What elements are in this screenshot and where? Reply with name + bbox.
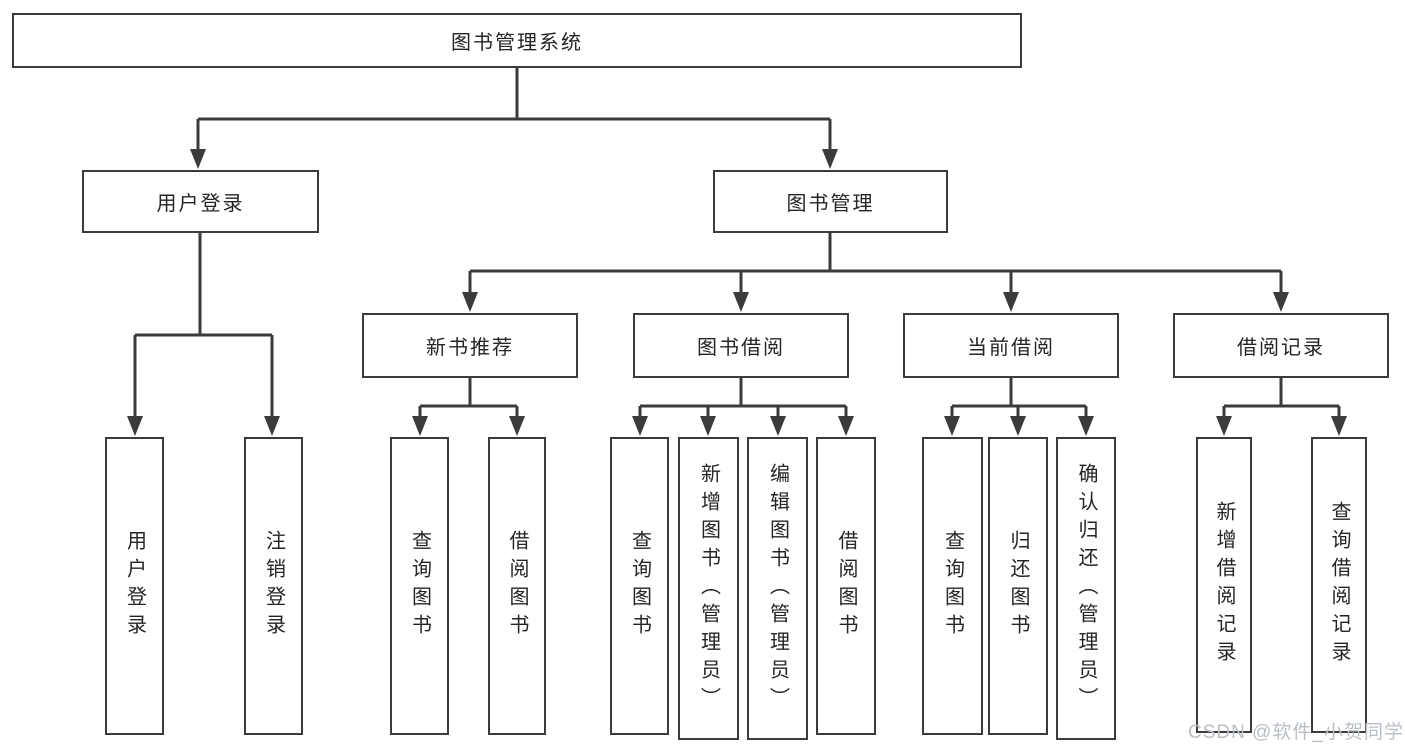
node-new-book-recommend: 新书推荐 bbox=[362, 313, 578, 378]
leaf-query-books-recommend: 查询图书 bbox=[390, 437, 449, 735]
node-borrowing-records: 借阅记录 bbox=[1173, 313, 1389, 378]
arrow-down-icon bbox=[1003, 292, 1019, 312]
node-current-borrowing: 当前借阅 bbox=[903, 313, 1119, 378]
leaf-query-books-current: 查询图书 bbox=[922, 437, 983, 735]
node-user-login: 用户登录 bbox=[82, 170, 319, 233]
arrow-down-icons bbox=[127, 149, 1347, 436]
arrow-down-icon bbox=[700, 416, 716, 436]
leaf-query-borrow-record: 查询借阅记录 bbox=[1311, 437, 1367, 733]
leaf-add-book-admin: 新增图书（管理员） bbox=[678, 437, 739, 740]
leaf-return-book: 归还图书 bbox=[988, 437, 1048, 735]
watermark: CSDN @软件_小贺同学 bbox=[1188, 722, 1404, 743]
arrow-down-icon bbox=[462, 292, 478, 312]
leaf-edit-book-admin: 编辑图书（管理员） bbox=[747, 437, 808, 740]
node-book-management: 图书管理 bbox=[713, 170, 948, 233]
node-book-borrowing: 图书借阅 bbox=[633, 313, 849, 378]
arrow-down-icon bbox=[822, 149, 838, 169]
arrow-down-icon bbox=[1010, 416, 1026, 436]
arrow-down-icon bbox=[1331, 416, 1347, 436]
leaf-confirm-return-admin: 确认归还（管理员） bbox=[1056, 437, 1116, 740]
node-root: 图书管理系统 bbox=[12, 13, 1022, 68]
leaf-add-borrow-record: 新增借阅记录 bbox=[1196, 437, 1252, 733]
leaf-user-login: 用户登录 bbox=[105, 437, 164, 735]
arrow-down-icon bbox=[412, 416, 428, 436]
arrow-down-icon bbox=[264, 416, 280, 436]
arrow-down-icon bbox=[632, 416, 648, 436]
leaf-query-books-borrowing: 查询图书 bbox=[610, 437, 669, 735]
arrow-down-icon bbox=[127, 416, 143, 436]
arrow-down-icon bbox=[733, 292, 749, 312]
leaf-borrow-books-recommend: 借阅图书 bbox=[488, 437, 546, 735]
arrow-down-icon bbox=[1216, 416, 1232, 436]
arrow-down-icon bbox=[1273, 292, 1289, 312]
arrow-down-icon bbox=[944, 416, 960, 436]
arrow-down-icon bbox=[509, 416, 525, 436]
arrow-down-icon bbox=[838, 416, 854, 436]
arrow-down-icon bbox=[1078, 416, 1094, 436]
arrow-down-icon bbox=[770, 416, 786, 436]
leaf-logout: 注销登录 bbox=[244, 437, 303, 735]
arrow-down-icon bbox=[190, 149, 206, 169]
leaf-borrow-books-borrowing: 借阅图书 bbox=[816, 437, 876, 735]
